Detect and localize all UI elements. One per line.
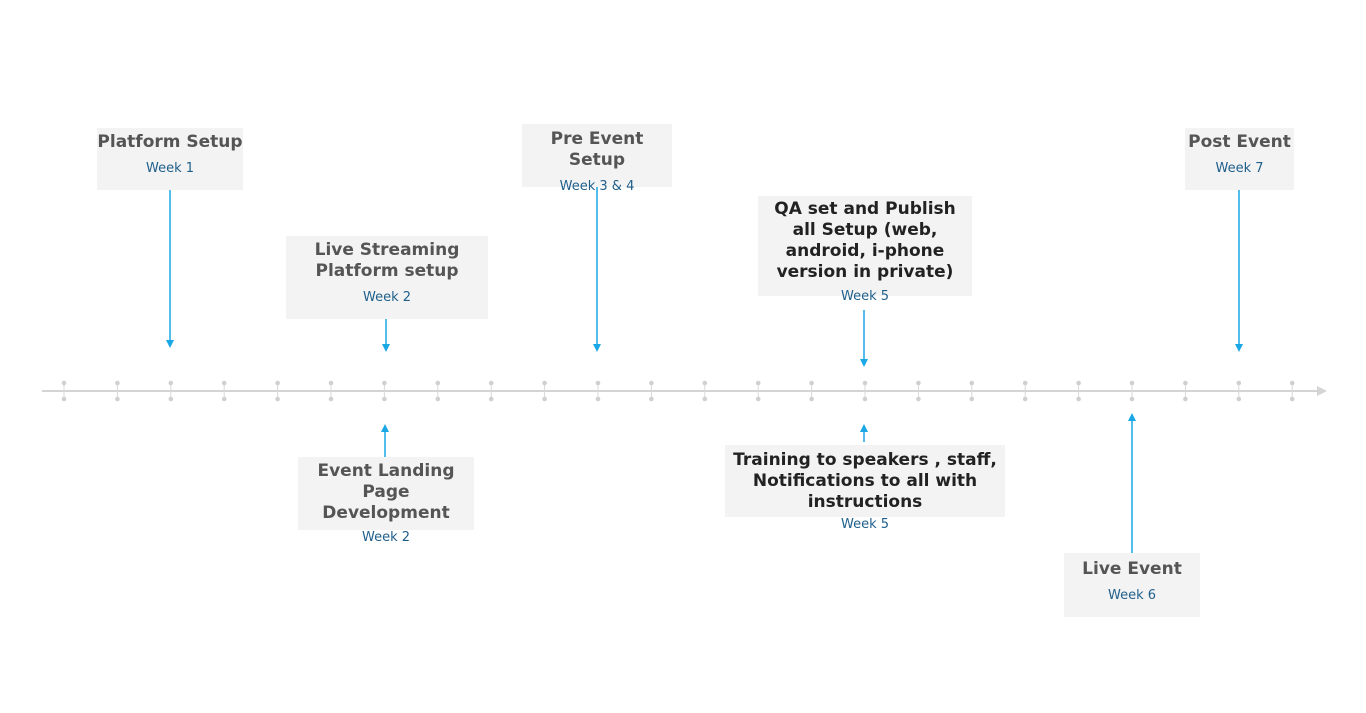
milestone-title: Post Event xyxy=(1188,132,1291,152)
timeline-tick-dot xyxy=(1129,396,1135,402)
milestone-card-post-event: Post Event Week 7 xyxy=(1185,128,1294,190)
milestone-title: Live Streaming Platform setup xyxy=(314,240,460,281)
timeline-tick-dot xyxy=(542,396,547,402)
timeline-tick-dot xyxy=(115,380,120,386)
timeline-tick-dot xyxy=(168,396,174,402)
timeline-tick-dot xyxy=(1076,396,1081,402)
timeline-tick-dot xyxy=(702,380,708,386)
timeline-tick-dot xyxy=(1022,396,1028,402)
timeline-tick-dot xyxy=(809,380,814,386)
timeline-tick-dot xyxy=(488,380,494,386)
milestone-week: Week 1 xyxy=(145,161,195,176)
timeline-tick-dot xyxy=(969,396,975,402)
milestone-title: Training to speakers , staff, Notificati… xyxy=(733,450,997,512)
timeline-tick-dot xyxy=(382,380,387,386)
milestone-card-qa-publish: QA set and Publish all Setup (web, andro… xyxy=(758,196,972,304)
timeline-tick-dot xyxy=(435,380,441,386)
timeline-tick-dot xyxy=(221,396,227,402)
milestone-title: Platform Setup xyxy=(97,132,243,152)
milestone-title: Pre Event Setup xyxy=(550,129,644,170)
timeline-tick-dot xyxy=(969,380,975,386)
timeline-tick-dot xyxy=(1236,380,1242,386)
timeline-tick-dot xyxy=(61,396,67,402)
timeline-tick-dot xyxy=(595,380,601,386)
timeline-tick-dot xyxy=(755,380,761,386)
timeline-tick-dot xyxy=(1076,380,1081,386)
milestone-title: Live Event xyxy=(1082,559,1182,579)
milestone-week: Week 5 xyxy=(840,517,890,532)
timeline-tick-dot xyxy=(1129,380,1135,386)
timeline-tick-dot xyxy=(1289,380,1295,386)
timeline-tick-dot xyxy=(916,396,921,402)
milestone-card-platform-setup: Platform Setup Week 1 xyxy=(97,128,243,190)
timeline-tick-dot xyxy=(755,396,761,402)
timeline-tick-dot xyxy=(488,396,494,402)
milestone-week: Week 3 & 4 xyxy=(559,179,635,194)
timeline-ticks xyxy=(61,380,1295,402)
timeline-tick-dot xyxy=(702,396,708,402)
timeline-tick-dot xyxy=(275,380,280,386)
milestone-card-live-event: Live Event Week 6 xyxy=(1064,553,1200,617)
milestone-week: Week 6 xyxy=(1107,588,1157,603)
timeline-tick-dot xyxy=(862,380,868,386)
milestone-week: Week 2 xyxy=(362,290,412,305)
timeline-tick-dot xyxy=(595,396,601,402)
timeline-tick-dot xyxy=(862,396,868,402)
timeline-tick-dot xyxy=(115,396,120,402)
milestone-card-landing-page: Event Landing Page Development Week 2 xyxy=(298,457,474,545)
timeline-tick-dot xyxy=(328,396,334,402)
timeline-tick-dot xyxy=(275,396,280,402)
timeline-tick-dot xyxy=(382,396,387,402)
milestone-card-pre-event: Pre Event Setup Week 3 & 4 xyxy=(522,124,672,194)
timeline-tick-dot xyxy=(916,380,921,386)
timeline-tick-dot xyxy=(168,380,174,386)
timeline-tick-dot xyxy=(435,396,441,402)
milestone-title: Event Landing Page Development xyxy=(317,461,455,523)
timeline-tick-dot xyxy=(542,380,547,386)
timeline-tick-dot xyxy=(328,380,334,386)
timeline-tick-dot xyxy=(221,380,227,386)
timeline-tick-dot xyxy=(61,380,67,386)
timeline-tick-dot xyxy=(809,396,814,402)
milestone-week: Week 5 xyxy=(840,289,890,304)
timeline-tick-dot xyxy=(1236,396,1242,402)
milestone-card-training: Training to speakers , staff, Notificati… xyxy=(725,445,1005,532)
milestone-week: Week 7 xyxy=(1215,161,1264,176)
timeline-tick-dot xyxy=(1022,380,1028,386)
timeline-tick-dot xyxy=(649,396,654,402)
timeline-tick-dot xyxy=(1289,396,1295,402)
timeline-tick-dot xyxy=(1183,396,1188,402)
milestone-title: QA set and Publish all Setup (web, andro… xyxy=(774,199,956,282)
milestone-week: Week 2 xyxy=(361,530,411,545)
milestone-card-live-streaming: Live Streaming Platform setup Week 2 xyxy=(286,236,488,319)
timeline-tick-dot xyxy=(1183,380,1188,386)
timeline-tick-dot xyxy=(649,380,654,386)
